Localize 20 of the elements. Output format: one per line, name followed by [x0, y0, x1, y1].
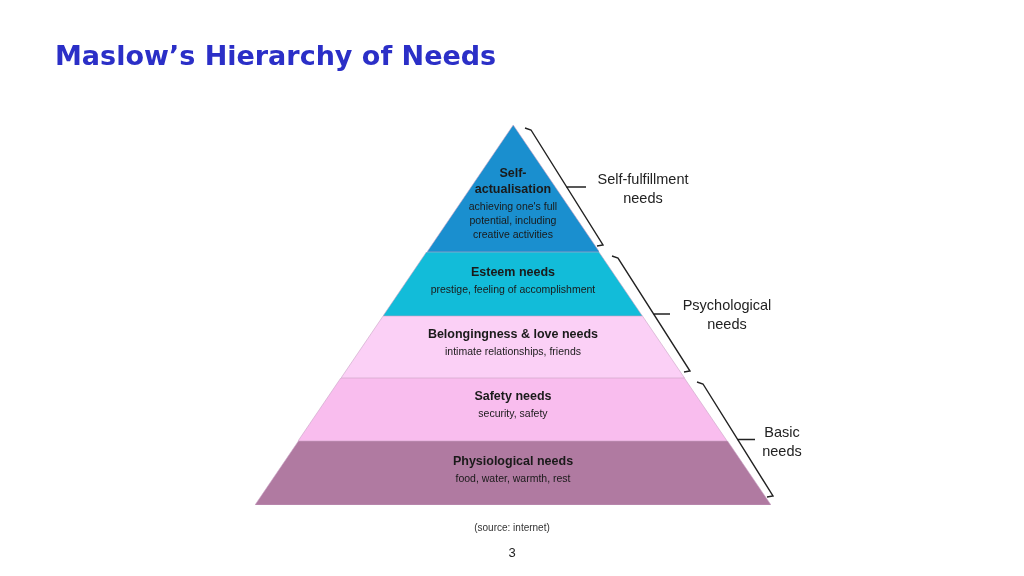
level-description: food, water, warmth, rest [454, 471, 572, 485]
level-description: prestige, feeling of accomplishment [429, 282, 597, 296]
bracket-label: Basic needs [761, 423, 803, 461]
level-title: Self-actualisation [473, 165, 553, 197]
level-description: achieving one's full potential, including creative activities [467, 199, 559, 241]
pyramid-level [298, 378, 728, 441]
bracket-label: Self-fulfillment needs [596, 170, 690, 208]
slide-title: Maslow’s Hierarchy of Needs [55, 40, 497, 71]
level-description: security, safety [477, 406, 549, 420]
level-title: Physiological needs [451, 453, 575, 469]
level-title: Belongingness & love needs [426, 326, 600, 342]
pyramid-level [383, 252, 643, 316]
level-title: Safety needs [473, 388, 553, 404]
level-description: intimate relationships, friends [444, 344, 582, 358]
level-title: Esteem needs [469, 264, 556, 280]
pyramid-level [341, 316, 685, 378]
source-note: (source: internet) [473, 522, 551, 533]
page-number: 3 [507, 544, 517, 562]
pyramid-level [426, 125, 600, 252]
bracket-label: Psychological needs [681, 296, 773, 334]
